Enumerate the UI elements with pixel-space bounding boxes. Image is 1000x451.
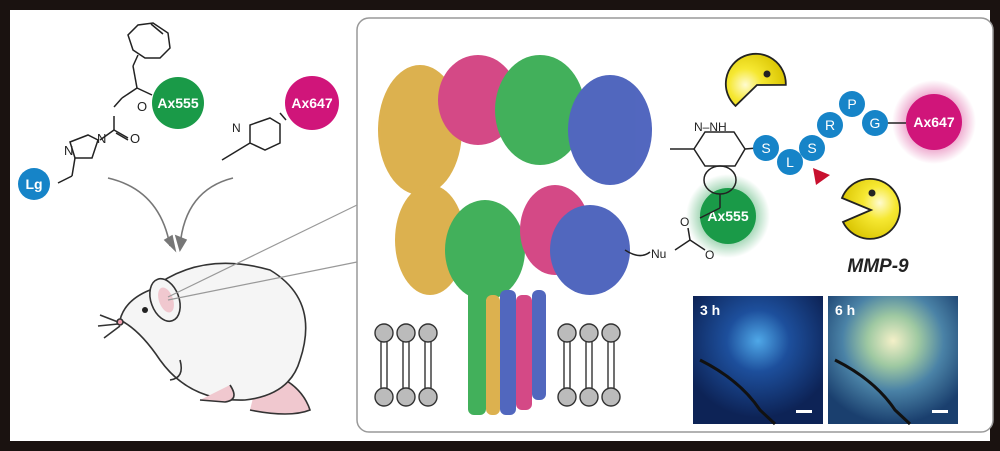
converging-arrows — [107, 177, 234, 253]
ligand-label: Lg — [25, 176, 42, 192]
scale-bar — [932, 410, 948, 413]
right-ester-oxygen-label: O — [680, 215, 689, 229]
imidazole-n-label: N — [64, 143, 73, 158]
acceptor-dye-label: Ax647 — [913, 114, 954, 130]
peptide-chain: S L S R P G — [753, 91, 888, 175]
residue-label: S — [807, 140, 816, 156]
residue-label: S — [761, 140, 770, 156]
tetrazine-n-label: N — [232, 121, 241, 135]
right-carbonyl-oxygen-label: O — [705, 248, 714, 262]
enzyme-label: MMP-9 — [847, 256, 909, 277]
peptide-bead — [839, 91, 865, 117]
peptide-bead — [777, 149, 803, 175]
zoom-lines — [167, 204, 358, 301]
pyridazine-linker-structure — [624, 131, 758, 257]
ax647-label: Ax647 — [291, 95, 332, 111]
acceptor-dye-circle — [906, 94, 962, 150]
lipid-bilayer — [374, 323, 621, 407]
mmp9-pacman-icon — [724, 52, 787, 108]
micrograph-6h: 6 h — [828, 296, 958, 426]
residue-label: R — [825, 117, 835, 133]
scale-bar — [796, 410, 812, 413]
donor-dye-label: Ax555 — [707, 208, 748, 224]
peptide-bead — [862, 110, 888, 136]
nucleophile-label: Nu — [651, 247, 666, 261]
imidazole-n-label-2: N — [97, 131, 106, 146]
cleavage-site-marker — [813, 168, 830, 185]
receptor-protein-structure — [378, 55, 652, 415]
tco-probe-structure — [57, 22, 287, 184]
residue-label: G — [870, 115, 881, 131]
residue-label: L — [786, 154, 794, 170]
peptide-bead — [799, 135, 825, 161]
peptide-bead — [753, 135, 779, 161]
carbonyl-oxygen-label: O — [130, 131, 140, 146]
mmp9-pacman-icon-2 — [840, 177, 901, 240]
ax555-dye-circle — [152, 77, 204, 129]
ax647-dye-circle — [285, 76, 339, 130]
ester-oxygen-label: O — [137, 99, 147, 114]
mouse-illustration — [97, 262, 311, 415]
micrograph-time-label: 3 h — [700, 302, 720, 318]
residue-label: P — [847, 96, 856, 112]
micrograph-time-label: 6 h — [835, 302, 855, 318]
ligand-circle — [18, 168, 50, 200]
pyridazine-label: N–NH — [694, 120, 727, 134]
micrograph-3h: 3 h — [693, 296, 823, 426]
donor-dye-circle — [700, 188, 756, 244]
peptide-bead — [817, 112, 843, 138]
ax555-label: Ax555 — [157, 95, 198, 111]
